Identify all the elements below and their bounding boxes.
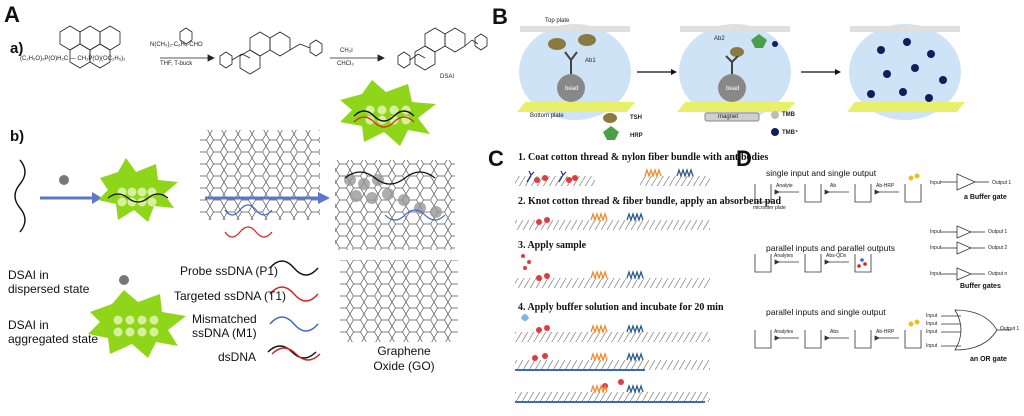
legend-target-wave (269, 286, 319, 302)
d-row3-input2: Input (926, 321, 938, 327)
d-row3-step2: Abs (830, 329, 839, 335)
d-row1-output-text: Output 1 (992, 180, 1012, 186)
reagent-2-bottom: CHCl₃ (337, 61, 354, 67)
d-row2-title: parallel inputs and parallel outputs (766, 243, 896, 253)
reagent-1-top: N(CH₃)₂-C₆H₄-CHO (150, 42, 203, 48)
d-row2-input1: Input (930, 229, 942, 235)
panel-c-label: C (488, 146, 504, 171)
legend-dsdna: dsDNA (218, 350, 257, 364)
ab2-label: Ab2 (714, 36, 725, 42)
tmb-legend: TMB (782, 112, 795, 118)
d-row3-title: parallel inputs and single output (766, 307, 886, 317)
d-row3-step3: Ab-HRP (876, 329, 895, 335)
panel-b-label: B (492, 4, 508, 29)
d-row3-input4: Input (926, 343, 938, 349)
d-row1-step2: Ab (830, 183, 837, 189)
legend-probe-wave (269, 260, 319, 276)
target-strand-a (224, 226, 273, 238)
product-dsai-label: DSAI (440, 74, 455, 80)
anthracene-1 (59, 25, 121, 69)
panel-d-diagram (754, 173, 1011, 351)
d-row2-step2: Abs-QDs (826, 253, 847, 259)
d-row3-input1: Input (926, 313, 938, 319)
probe-ssdna-wave (14, 159, 26, 233)
step-4: 4. Apply buffer solution and incubate fo… (518, 302, 724, 313)
d-row2-output1: Output 1 (988, 229, 1008, 235)
bead-1-label: bead (565, 86, 579, 92)
d-row2-output2: Output 2 (988, 245, 1008, 251)
hrp-legend: HRP (630, 133, 643, 139)
d-row1-step3: Ab-HRP (876, 183, 895, 189)
panel-b-diagram (517, 24, 965, 140)
mismatched-strand-a (224, 204, 273, 216)
top-plate-label: Top plate (545, 18, 570, 24)
legend-dot (119, 275, 129, 285)
legend-green-burst (88, 290, 186, 358)
d-row3-gate: an OR gate (970, 356, 1007, 363)
distyryl-anthracene-1 (219, 31, 323, 75)
bottom-plate-label: Bottom plate (530, 113, 564, 119)
panel-a-label: A (4, 2, 20, 27)
d-row3-input3: Input (926, 329, 938, 335)
chemical-scheme (59, 25, 488, 75)
magnet-label: magnet (718, 114, 739, 120)
d-row2-step1: Analytes (774, 253, 794, 259)
legend-ds-wave-b (271, 347, 321, 361)
dsai-go-scheme (14, 80, 458, 361)
green-burst-2 (340, 80, 436, 146)
tsh-legend: TSH (630, 115, 642, 121)
panel-a-sub-b-label: b) (10, 128, 25, 145)
legend-dispersed: DSAI in dispersed state (8, 268, 90, 296)
d-row2-output3: Output n (988, 271, 1008, 277)
legend-aggregated: DSAI in aggregated state (8, 318, 99, 346)
d-row3-step1: Analytes (774, 329, 794, 335)
legend-graphene-oxide: Graphene Oxide (GO) (373, 344, 435, 373)
d-row1-step1: Analyte (776, 183, 793, 189)
d-row1-input: Input (930, 180, 942, 186)
step-2: 2. Knot cotton thread & fiber bundle, ap… (518, 196, 782, 207)
dsai-structure (397, 27, 488, 71)
reagent-2-top: CH₃I (340, 48, 353, 54)
panel-a-sub-a-label: a) (10, 40, 24, 57)
bead-2-label: bead (726, 86, 740, 92)
panel-d-label: D (736, 146, 752, 171)
ab1-label: Ab1 (585, 58, 596, 64)
graphene-sheet-2 (335, 160, 455, 250)
panel-c-threads (515, 167, 710, 403)
legend-mismatch-wave (269, 316, 319, 332)
d-row1-title: single input and single output (766, 168, 877, 178)
d-row2-input2: Input (930, 245, 942, 251)
legend-ds-wave-a (267, 345, 317, 359)
dsai-dot (59, 175, 69, 185)
legend-targeted: Targeted ssDNA (T1) (174, 289, 287, 303)
d-row2-input3: Input (930, 271, 942, 277)
d-row2-gate: Buffer gates (960, 283, 1001, 290)
d-row1-plate: microtiter plate (753, 205, 786, 211)
graphene-sheet-1 (200, 130, 320, 220)
d-row1-gate: a Buffer gate (964, 194, 1007, 201)
step-1: 1. Coat cotton thread & nylon fiber bund… (518, 152, 769, 163)
step-3: 3. Apply sample (518, 240, 587, 251)
legend-probe: Probe ssDNA (P1) (180, 264, 279, 278)
reagent-1-bottom: THF, T-buck (160, 61, 193, 67)
d-row3-output: Output 1 (1000, 326, 1020, 332)
reactant-formula: (C₂H₅O)₂P(O)H₂C — CH₂P(O)(OC₂H₅)₂ (20, 56, 126, 62)
d-row1-output: Output 1 (992, 180, 1011, 186)
legend-mismatched: Mismatched ssDNA (M1) (192, 312, 257, 340)
legend-graphene (340, 260, 458, 342)
tmb-plus-legend: TMB⁺ (782, 130, 799, 136)
